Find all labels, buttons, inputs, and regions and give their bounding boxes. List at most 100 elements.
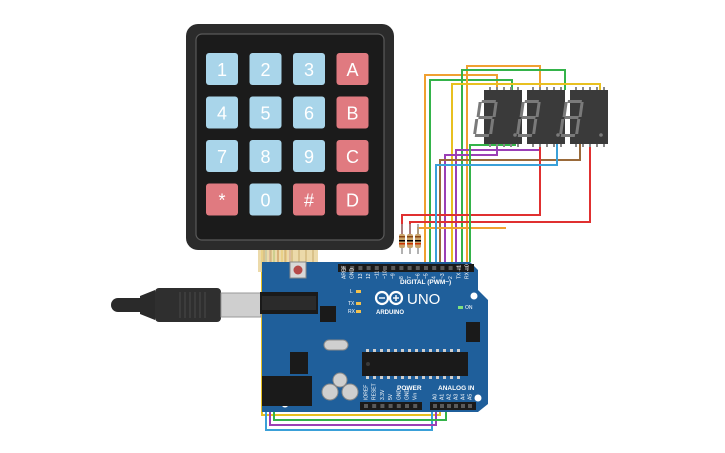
key-cap (206, 140, 238, 172)
analog-pin[interactable] (447, 404, 451, 408)
key-8[interactable]: 8 (249, 140, 282, 172)
digital-pin[interactable] (407, 266, 412, 270)
analog-pin[interactable] (461, 404, 465, 408)
power-pin-label: GND (396, 389, 402, 401)
digital-pin[interactable] (383, 266, 387, 270)
analog-pin[interactable] (440, 404, 444, 408)
wire-disp-yellow-1[interactable] (451, 83, 601, 262)
display-pin (553, 87, 555, 90)
key-5[interactable]: 5 (249, 96, 282, 129)
display-pin (575, 87, 577, 90)
digital-pin[interactable] (415, 266, 420, 270)
digital-pin[interactable] (432, 266, 437, 270)
display-pin (589, 144, 591, 147)
key-cap (249, 140, 282, 172)
key-A[interactable]: A (336, 53, 369, 85)
display-segment (578, 102, 584, 117)
key-6[interactable]: 6 (293, 96, 325, 129)
display-segment (519, 102, 525, 117)
seven-segment-display-3[interactable] (559, 87, 608, 147)
display-segment (535, 102, 541, 117)
display-pin (539, 87, 541, 90)
key-D[interactable]: D (336, 183, 369, 216)
seven-segment-display-1[interactable] (473, 87, 522, 147)
digital-pin-label: 7 (407, 276, 413, 279)
digital-pin[interactable] (366, 266, 371, 270)
power-pin[interactable] (388, 404, 393, 408)
key-star[interactable]: * (206, 183, 238, 216)
key-4[interactable]: 4 (206, 96, 238, 129)
digital-pin-label: ~10 (383, 270, 389, 279)
resistor-2[interactable] (407, 224, 413, 254)
key-1[interactable]: 1 (206, 53, 238, 85)
analog-pin[interactable] (454, 404, 458, 408)
resistor-3[interactable] (415, 224, 421, 254)
seven-segment-displays (473, 87, 608, 147)
seven-segment-display-2[interactable] (516, 87, 565, 147)
usb-jack-inner (262, 296, 316, 310)
display-pin (510, 144, 512, 147)
display-pin (596, 144, 598, 147)
key-hash[interactable]: # (293, 183, 325, 216)
key-label: 8 (260, 147, 270, 167)
key-cap (293, 183, 325, 216)
usb-plug-metal (220, 292, 262, 318)
wire-disp-brown-1[interactable] (439, 142, 581, 262)
digital-pin[interactable] (448, 266, 453, 270)
wire-disp-blue-1[interactable] (435, 142, 558, 262)
power-pin[interactable] (405, 404, 409, 408)
display-segment (517, 134, 533, 137)
digital-pin[interactable] (391, 266, 396, 270)
analog-label: ANALOG IN (438, 385, 475, 392)
key-7[interactable]: 7 (206, 140, 238, 172)
power-pin[interactable] (364, 404, 368, 408)
display-segment (478, 116, 493, 119)
resistor-1[interactable] (399, 224, 405, 254)
display-pin (517, 144, 519, 147)
key-9[interactable]: 9 (293, 140, 325, 172)
key-label: 9 (304, 147, 314, 167)
key-label: # (304, 191, 314, 211)
key-C[interactable]: C (336, 140, 369, 172)
digital-pin[interactable] (342, 266, 346, 270)
digital-pin[interactable] (424, 266, 428, 270)
display-segment (489, 119, 495, 134)
analog-header[interactable] (430, 402, 476, 410)
analog-pin[interactable] (468, 404, 472, 408)
digital-pin[interactable] (399, 266, 404, 270)
display-segment (564, 116, 579, 119)
power-jack[interactable] (262, 376, 312, 406)
power-pin[interactable] (380, 404, 385, 408)
digital-pin[interactable] (350, 266, 355, 270)
key-cap (249, 183, 282, 216)
digital-pin-label: ~6 (415, 273, 421, 279)
digital-pin[interactable] (456, 266, 461, 270)
digital-pin[interactable] (374, 266, 379, 270)
key-0[interactable]: 0 (249, 183, 282, 216)
digital-header[interactable] (338, 264, 474, 272)
power-pin[interactable] (413, 404, 418, 408)
power-pin[interactable] (372, 404, 377, 408)
digital-pin[interactable] (440, 266, 445, 270)
key-B[interactable]: B (336, 96, 369, 129)
display-pin (496, 144, 498, 147)
digital-pin[interactable] (358, 266, 363, 270)
key-label: 1 (217, 60, 227, 80)
digital-pin[interactable] (465, 266, 469, 270)
display-pin (546, 87, 548, 90)
tx-led-label: TX (348, 301, 355, 307)
power-pin[interactable] (396, 404, 401, 408)
key-2[interactable]: 2 (249, 53, 282, 85)
usb-cable[interactable] (111, 288, 262, 322)
analog-pin[interactable] (433, 404, 437, 408)
key-label: 3 (304, 60, 314, 80)
arduino-brand-text: ARDUINO (376, 310, 404, 316)
digital-pin-label: RX←0 (465, 264, 471, 279)
key-3[interactable]: 3 (293, 53, 325, 85)
display-pin (496, 87, 498, 90)
analog-pin-label: A5 (468, 394, 474, 400)
atmega-chip (362, 352, 468, 376)
